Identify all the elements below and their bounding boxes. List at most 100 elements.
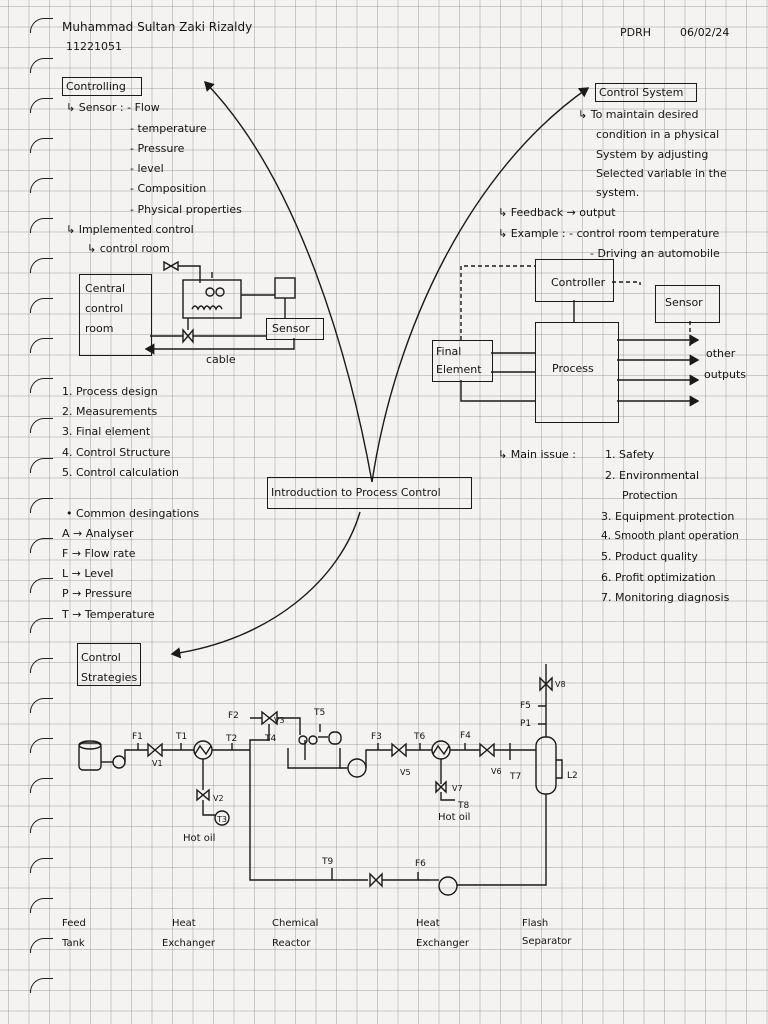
sensor-label: ↳ Sensor : - Flow xyxy=(66,101,160,114)
process-box xyxy=(535,322,619,423)
unit-label: Heat xyxy=(416,918,440,929)
central-control-room-box xyxy=(79,274,152,356)
controlling-title: Controlling xyxy=(66,80,126,93)
cs-sensor-box xyxy=(655,285,720,323)
designation-item: T → Temperature xyxy=(62,608,155,621)
tag-t8: T8 xyxy=(458,801,470,811)
controller-box xyxy=(535,259,614,302)
definition-line: ↳ To maintain desired xyxy=(578,108,699,121)
unit-label: Feed xyxy=(62,918,86,929)
tag-t7: T7 xyxy=(510,772,522,782)
tag-v8: V8 xyxy=(555,680,566,689)
example-line: ↳ Example : - control room temperature xyxy=(498,227,720,240)
control-room-label: ↳ control room xyxy=(87,242,170,255)
branch-to-control-system xyxy=(371,87,590,483)
tag-t1: T1 xyxy=(176,732,188,742)
main-issue-item: 4. Smooth plant operation xyxy=(601,530,739,542)
final-element-line: Element xyxy=(436,363,482,376)
main-issue-item: 6. Profit optimization xyxy=(601,571,716,584)
unit-label: Heat xyxy=(172,918,196,929)
tag-v7: V7 xyxy=(452,784,463,793)
tag-t9: T9 xyxy=(322,857,334,867)
step-item: 1. Process design xyxy=(62,385,158,398)
tag-t5: T5 xyxy=(314,708,326,718)
unit-label: Flash xyxy=(522,918,549,929)
tag-p1: P1 xyxy=(520,719,532,729)
cable-label: cable xyxy=(206,353,236,366)
definition-line: System by adjusting xyxy=(596,148,709,161)
step-item: 3. Final element xyxy=(62,425,151,438)
control-system-title-box xyxy=(595,83,697,102)
final-element-box xyxy=(432,340,493,382)
author-name: Muhammad Sultan Zaki Rizaldy xyxy=(62,20,253,34)
other-outputs-line: outputs xyxy=(704,368,747,381)
step-item: 5. Control calculation xyxy=(62,466,179,479)
control-system-title: Control System xyxy=(599,86,684,99)
tag-f2: F2 xyxy=(228,711,239,721)
step-item: 2. Measurements xyxy=(62,405,158,418)
designation-item: L → Level xyxy=(62,567,114,580)
hot-oil-label-2: Hot oil xyxy=(438,812,471,823)
tag-v1: V1 xyxy=(152,759,163,768)
branch-to-controlling xyxy=(204,80,373,483)
strategies-title-box xyxy=(77,643,141,686)
main-issue-item: 2. Environmental xyxy=(605,469,700,482)
tag-t6: T6 xyxy=(414,732,426,742)
branch-to-strategies xyxy=(170,511,361,659)
sensor-item: - temperature xyxy=(130,122,207,135)
implemented-control: ↳ Implemented control xyxy=(66,223,194,236)
unit-label: Chemical xyxy=(272,918,319,929)
step-item: 4. Control Structure xyxy=(62,446,171,459)
designation-item: P → Pressure xyxy=(62,587,132,600)
controller-label: Controller xyxy=(551,276,606,289)
definition-line: Selected variable in the xyxy=(596,167,727,180)
tag-f3: F3 xyxy=(371,732,382,742)
unit-label: Exchanger xyxy=(416,938,469,949)
tag-l2: L2 xyxy=(567,771,578,781)
strategies-title-line: Strategies xyxy=(81,671,138,684)
student-id: 11221051 xyxy=(66,40,122,53)
main-issue-item: 5. Product quality xyxy=(601,550,698,563)
sensor-box-label: Sensor xyxy=(272,322,310,335)
definition-line: system. xyxy=(596,186,640,199)
designations-title: • Common desingations xyxy=(66,507,200,520)
strategies-title-line: Control xyxy=(81,651,121,664)
unit-label: Separator xyxy=(522,936,572,947)
tag-t4: T4 xyxy=(265,734,277,744)
definition-line: condition in a physical xyxy=(596,128,720,141)
hot-oil-label: Hot oil xyxy=(183,833,216,844)
sensor-item: - Physical properties xyxy=(130,203,242,216)
designation-item: F → Flow rate xyxy=(62,547,136,560)
tag-t2: T2 xyxy=(226,734,238,744)
tag-f4: F4 xyxy=(460,731,471,741)
room-line: Central xyxy=(85,282,126,295)
tag-v6: V6 xyxy=(491,767,502,776)
final-element-line: Final xyxy=(436,345,462,358)
tag-v5: V5 xyxy=(400,768,411,777)
example-line-2: - Driving an automobile xyxy=(590,247,720,260)
feedback-line: ↳ Feedback → output xyxy=(498,206,616,219)
tag-f1: F1 xyxy=(132,732,143,742)
sensor-item: - level xyxy=(130,162,164,175)
center-title: Introduction to Process Control xyxy=(271,486,441,499)
tag-t3: T3 xyxy=(217,815,227,824)
main-issue-label: ↳ Main issue : xyxy=(498,448,576,461)
unit-label: Tank xyxy=(62,938,85,949)
tag-v3: V3 xyxy=(274,716,285,725)
controlling-title-box xyxy=(62,77,142,96)
designation-item: A → Analyser xyxy=(62,527,134,540)
tag-v2: V2 xyxy=(213,794,224,803)
other-outputs-line: other xyxy=(706,347,736,360)
main-issue-item: Protection xyxy=(622,489,678,502)
process-label: Process xyxy=(552,362,594,375)
room-line: control xyxy=(85,302,124,315)
unit-label: Exchanger xyxy=(162,938,215,949)
unit-label: Reactor xyxy=(272,938,311,949)
sensor-item: - Pressure xyxy=(130,142,185,155)
main-issue-item: 1. Safety xyxy=(605,448,655,461)
main-issue-item: 7. Monitoring diagnosis xyxy=(601,591,730,604)
tag-f5: F5 xyxy=(520,701,531,711)
sensor-item: - Composition xyxy=(130,182,207,195)
cs-sensor-label: Sensor xyxy=(665,296,703,309)
